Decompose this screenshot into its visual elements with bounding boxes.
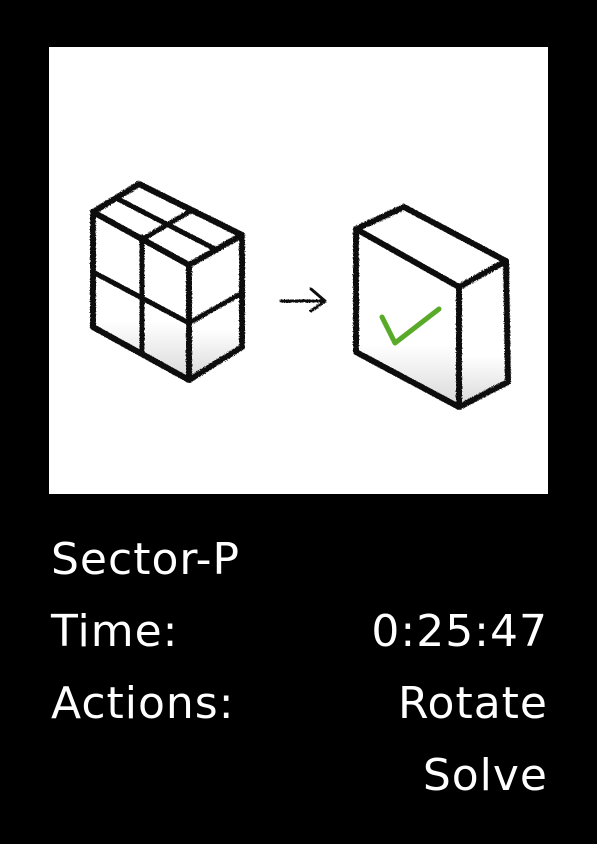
solve-action[interactable]: Solve xyxy=(422,750,548,801)
sector-name: Sector-P xyxy=(51,534,241,585)
right-arrow-icon xyxy=(279,287,327,313)
time-value: 0:25:47 xyxy=(371,606,548,657)
four-cube-block-icon xyxy=(90,181,245,383)
rotate-action[interactable]: Rotate xyxy=(397,678,548,729)
puzzle-illustration-panel xyxy=(49,47,548,494)
solved-block-icon xyxy=(353,204,511,410)
actions-row-2: Solve xyxy=(51,748,548,804)
puzzle-illustration xyxy=(90,181,511,410)
time-label: Time: xyxy=(51,606,179,657)
actions-row: Actions: Rotate xyxy=(51,676,548,732)
actions-label: Actions: xyxy=(51,678,235,729)
time-row: Time: 0:25:47 xyxy=(51,604,548,660)
checkmark-icon xyxy=(379,306,442,346)
